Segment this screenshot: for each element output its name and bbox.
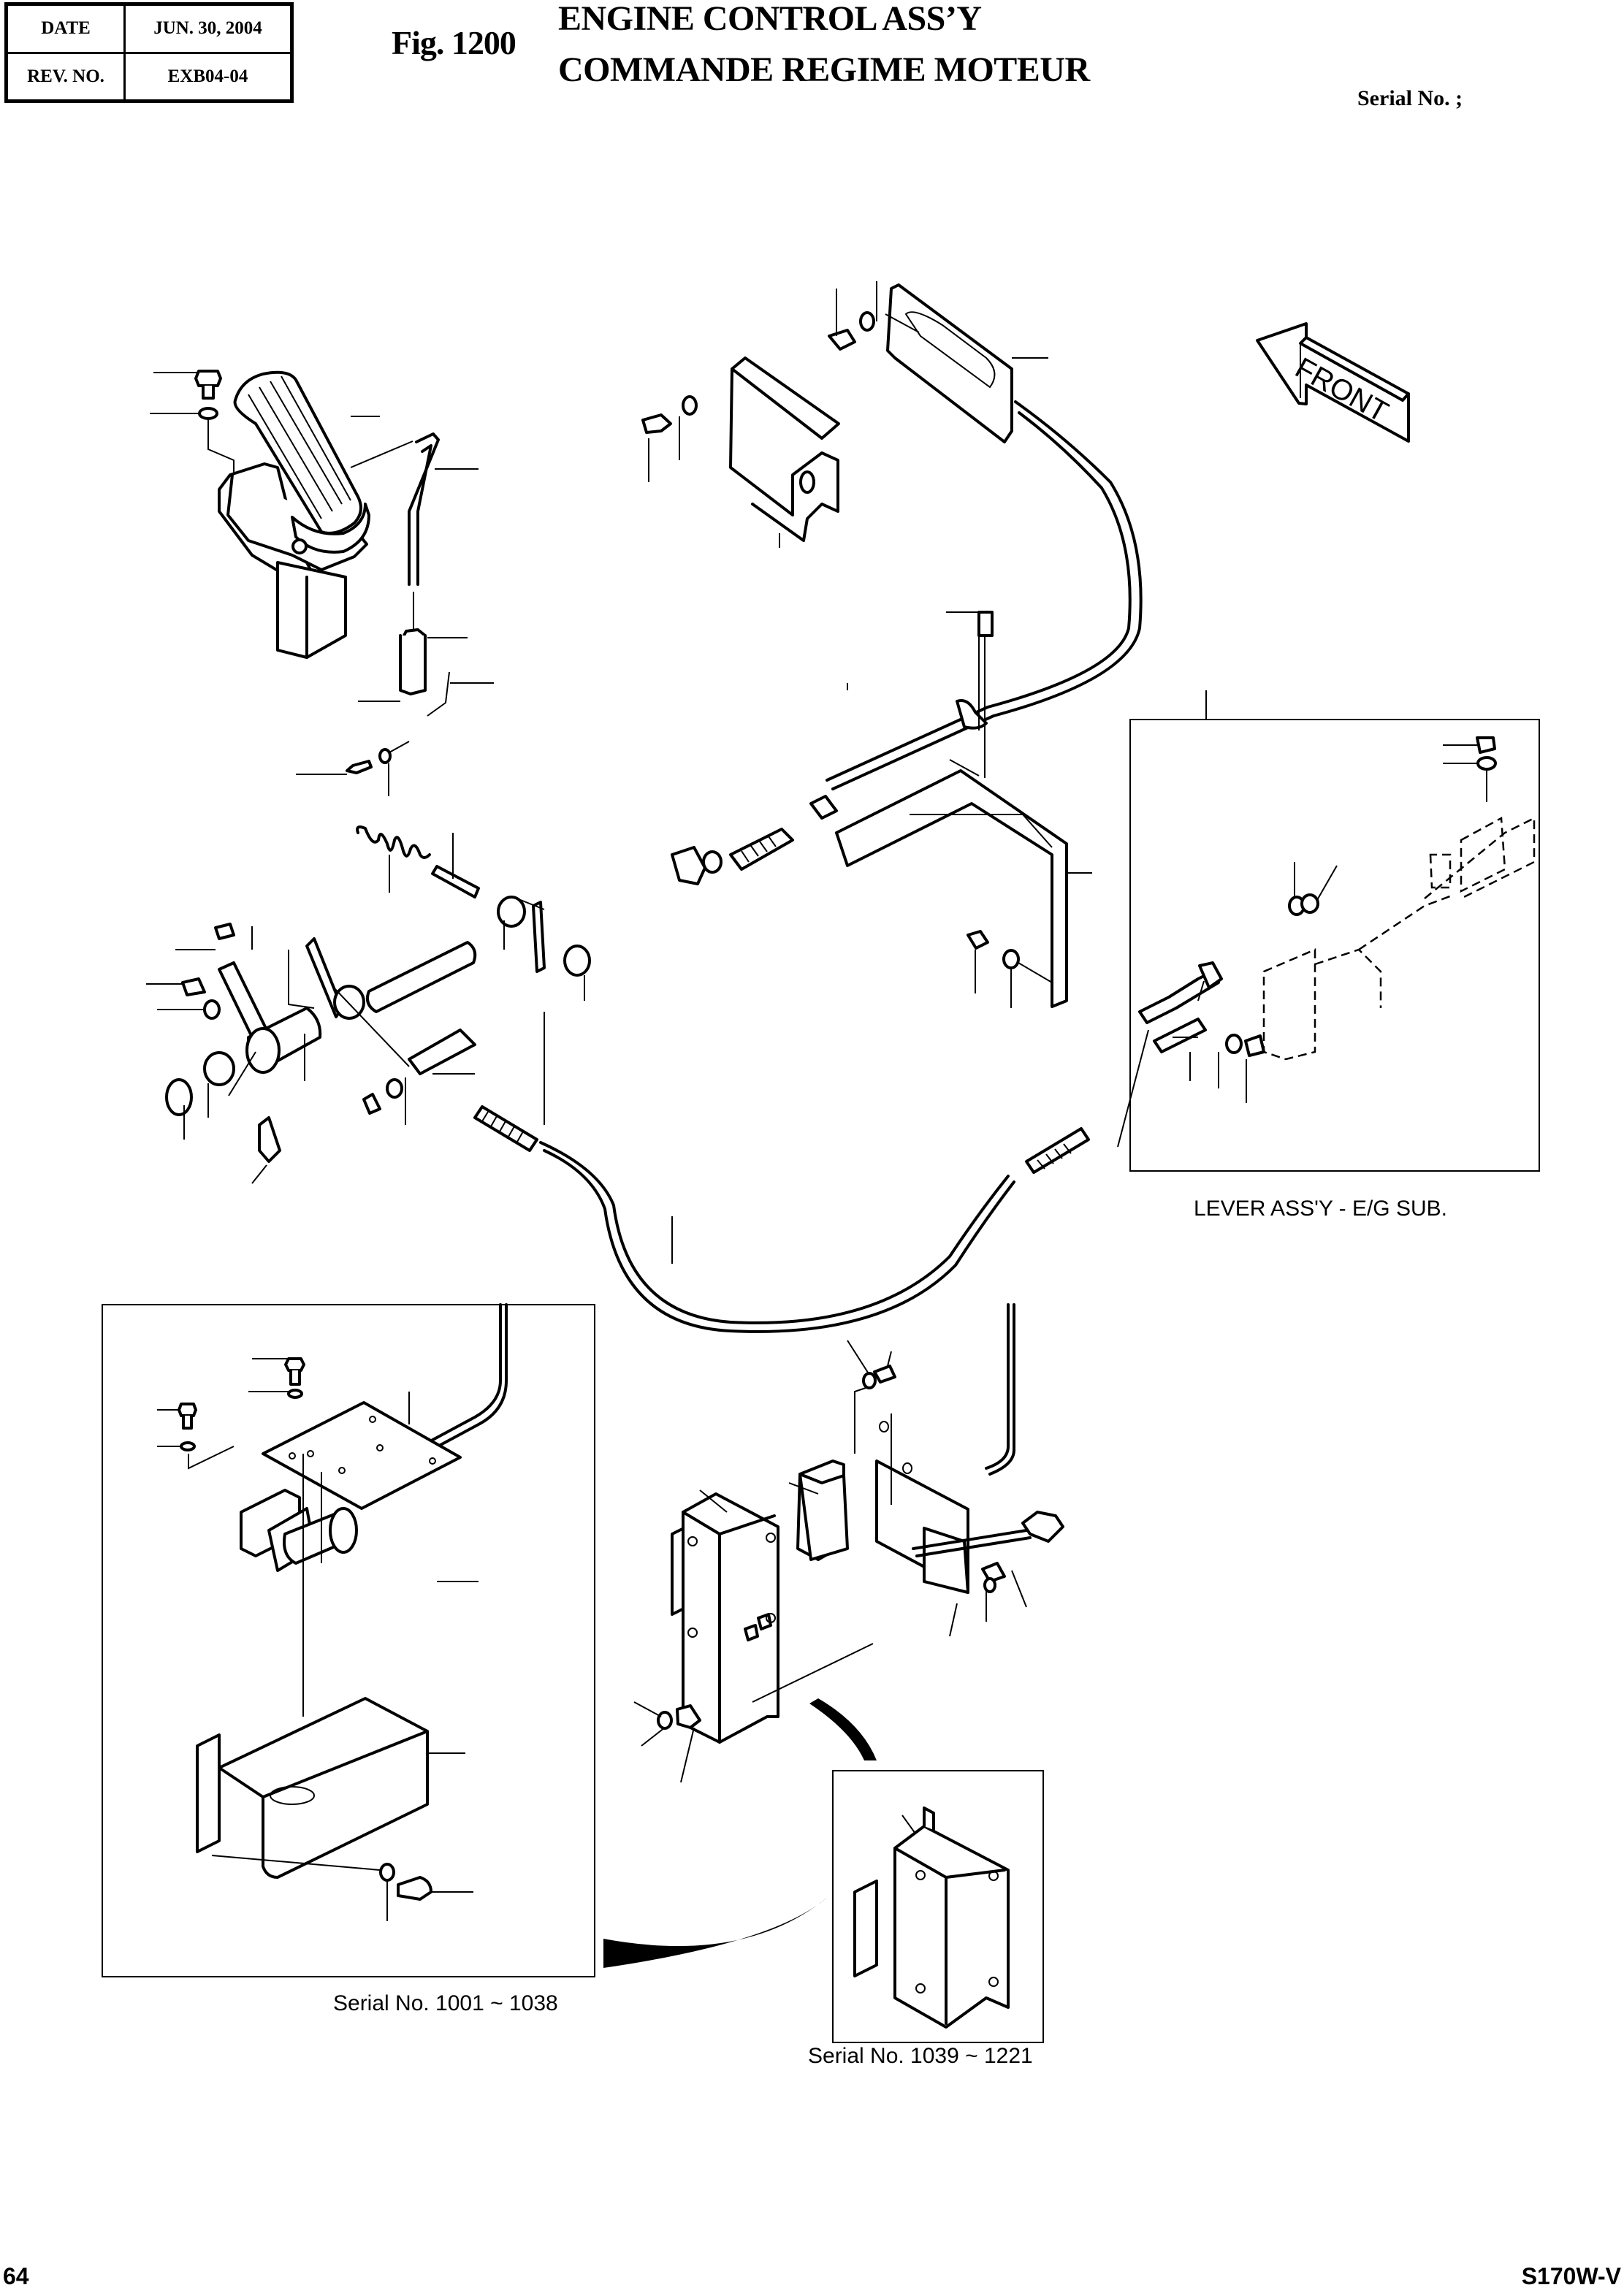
serial-range-caption-new: Serial No. 1039 ~ 1221 xyxy=(808,2044,1033,2068)
upper-cable xyxy=(671,400,1143,885)
page-number: 64 xyxy=(3,2263,29,2289)
serial-1039-1221-frame xyxy=(832,1770,1044,2043)
lever-assembly-caption: LEVER ASS'Y - E/G SUB. xyxy=(1194,1197,1447,1221)
accelerator-pedal xyxy=(218,370,370,659)
rev-value: EXB04-04 xyxy=(123,51,293,102)
lever-assembly xyxy=(1117,736,1536,1148)
figure-number: Fig. 1200 xyxy=(392,24,516,61)
lever-assembly-frame xyxy=(1129,719,1540,1172)
page-title-english: ENGINE CONTROL ASS’Y xyxy=(558,0,982,38)
serial-number-label: Serial No. ; xyxy=(1357,86,1463,110)
page-title-french: COMMANDE REGIME MOTEUR xyxy=(558,50,1090,89)
transition-arrow-lower xyxy=(603,1897,828,1968)
revision-table: DATE JUN. 30, 2004 REV. NO. EXB04-04 xyxy=(4,2,294,103)
transition-arrow-upper xyxy=(809,1698,877,1760)
throttle-cable xyxy=(473,1105,1090,1333)
inner-bracket-cover xyxy=(641,281,920,548)
motor-relay-assembly xyxy=(633,1303,1064,1783)
pedal-shaft-linkage xyxy=(146,896,591,1184)
model-code: S170W-V xyxy=(1521,2263,1621,2289)
cable-cover-plate xyxy=(886,283,1048,443)
pedal-bolt-icon xyxy=(150,370,235,475)
rev-row: REV. NO. EXB04-04 xyxy=(5,51,293,102)
return-spring xyxy=(356,825,480,898)
rev-label: REV. NO. xyxy=(5,51,126,102)
serial-1001-1038-frame xyxy=(102,1304,595,1977)
date-label: DATE xyxy=(5,3,126,54)
date-row: DATE JUN. 30, 2004 xyxy=(5,3,293,54)
front-arrow-icon: FRONT xyxy=(1256,322,1410,443)
motor-assembly-old xyxy=(157,1303,508,1921)
relay-cover-new xyxy=(853,1806,1010,2029)
serial-range-caption-old: Serial No. 1001 ~ 1038 xyxy=(333,1991,558,2015)
pedal-rod xyxy=(296,416,494,796)
date-value: JUN. 30, 2004 xyxy=(123,3,293,54)
support-bracket xyxy=(835,611,1092,1008)
